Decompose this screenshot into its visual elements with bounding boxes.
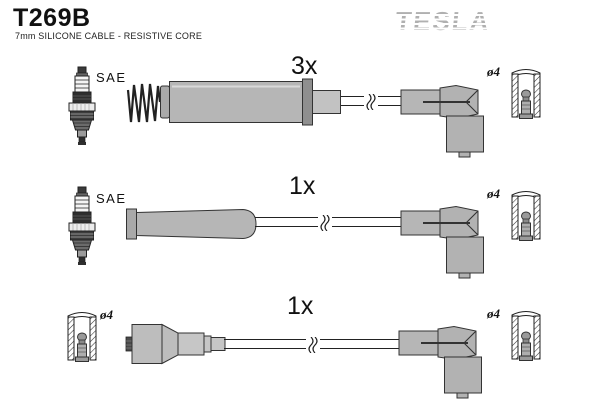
ignition-cable [224, 337, 401, 353]
cable-break-mark-icon [306, 337, 320, 353]
ignition-cable [255, 215, 401, 231]
terminal-socket-section-icon [511, 311, 541, 361]
spark-plug-icon [68, 66, 96, 145]
terminal-socket-section-icon [67, 312, 97, 362]
cable-break-mark-icon [318, 215, 332, 231]
stepped-boot-icon [125, 323, 226, 365]
coil-spring-icon [126, 83, 162, 123]
straight-boot-icon [160, 78, 341, 126]
part-number: T269B [13, 4, 91, 32]
count-label: 3x [291, 52, 318, 80]
plug-standard-label: SAE [96, 191, 127, 206]
brand-logo: TESLA [393, 6, 493, 36]
count-label: 1x [287, 292, 314, 320]
straight-boot-icon [126, 208, 257, 240]
terminal-socket-section-icon [511, 69, 541, 119]
elbow-connector-boot-icon [400, 84, 484, 158]
diameter-label: ø4 [487, 306, 500, 321]
terminal-socket-section-icon [511, 191, 541, 241]
cable-break-mark-icon [364, 94, 378, 110]
diameter-label: ø4 [487, 64, 500, 79]
plug-standard-label: SAE [96, 70, 127, 85]
diameter-label: ø4 [100, 307, 113, 322]
diameter-label: ø4 [487, 186, 500, 201]
elbow-connector-boot-icon [398, 325, 482, 399]
count-label: 1x [289, 172, 316, 200]
subtitle: 7mm SILICONE CABLE - RESISTIVE CORE [15, 31, 203, 41]
elbow-connector-boot-icon [400, 205, 484, 279]
ignition-cable [341, 94, 401, 110]
spark-plug-icon [68, 186, 96, 265]
